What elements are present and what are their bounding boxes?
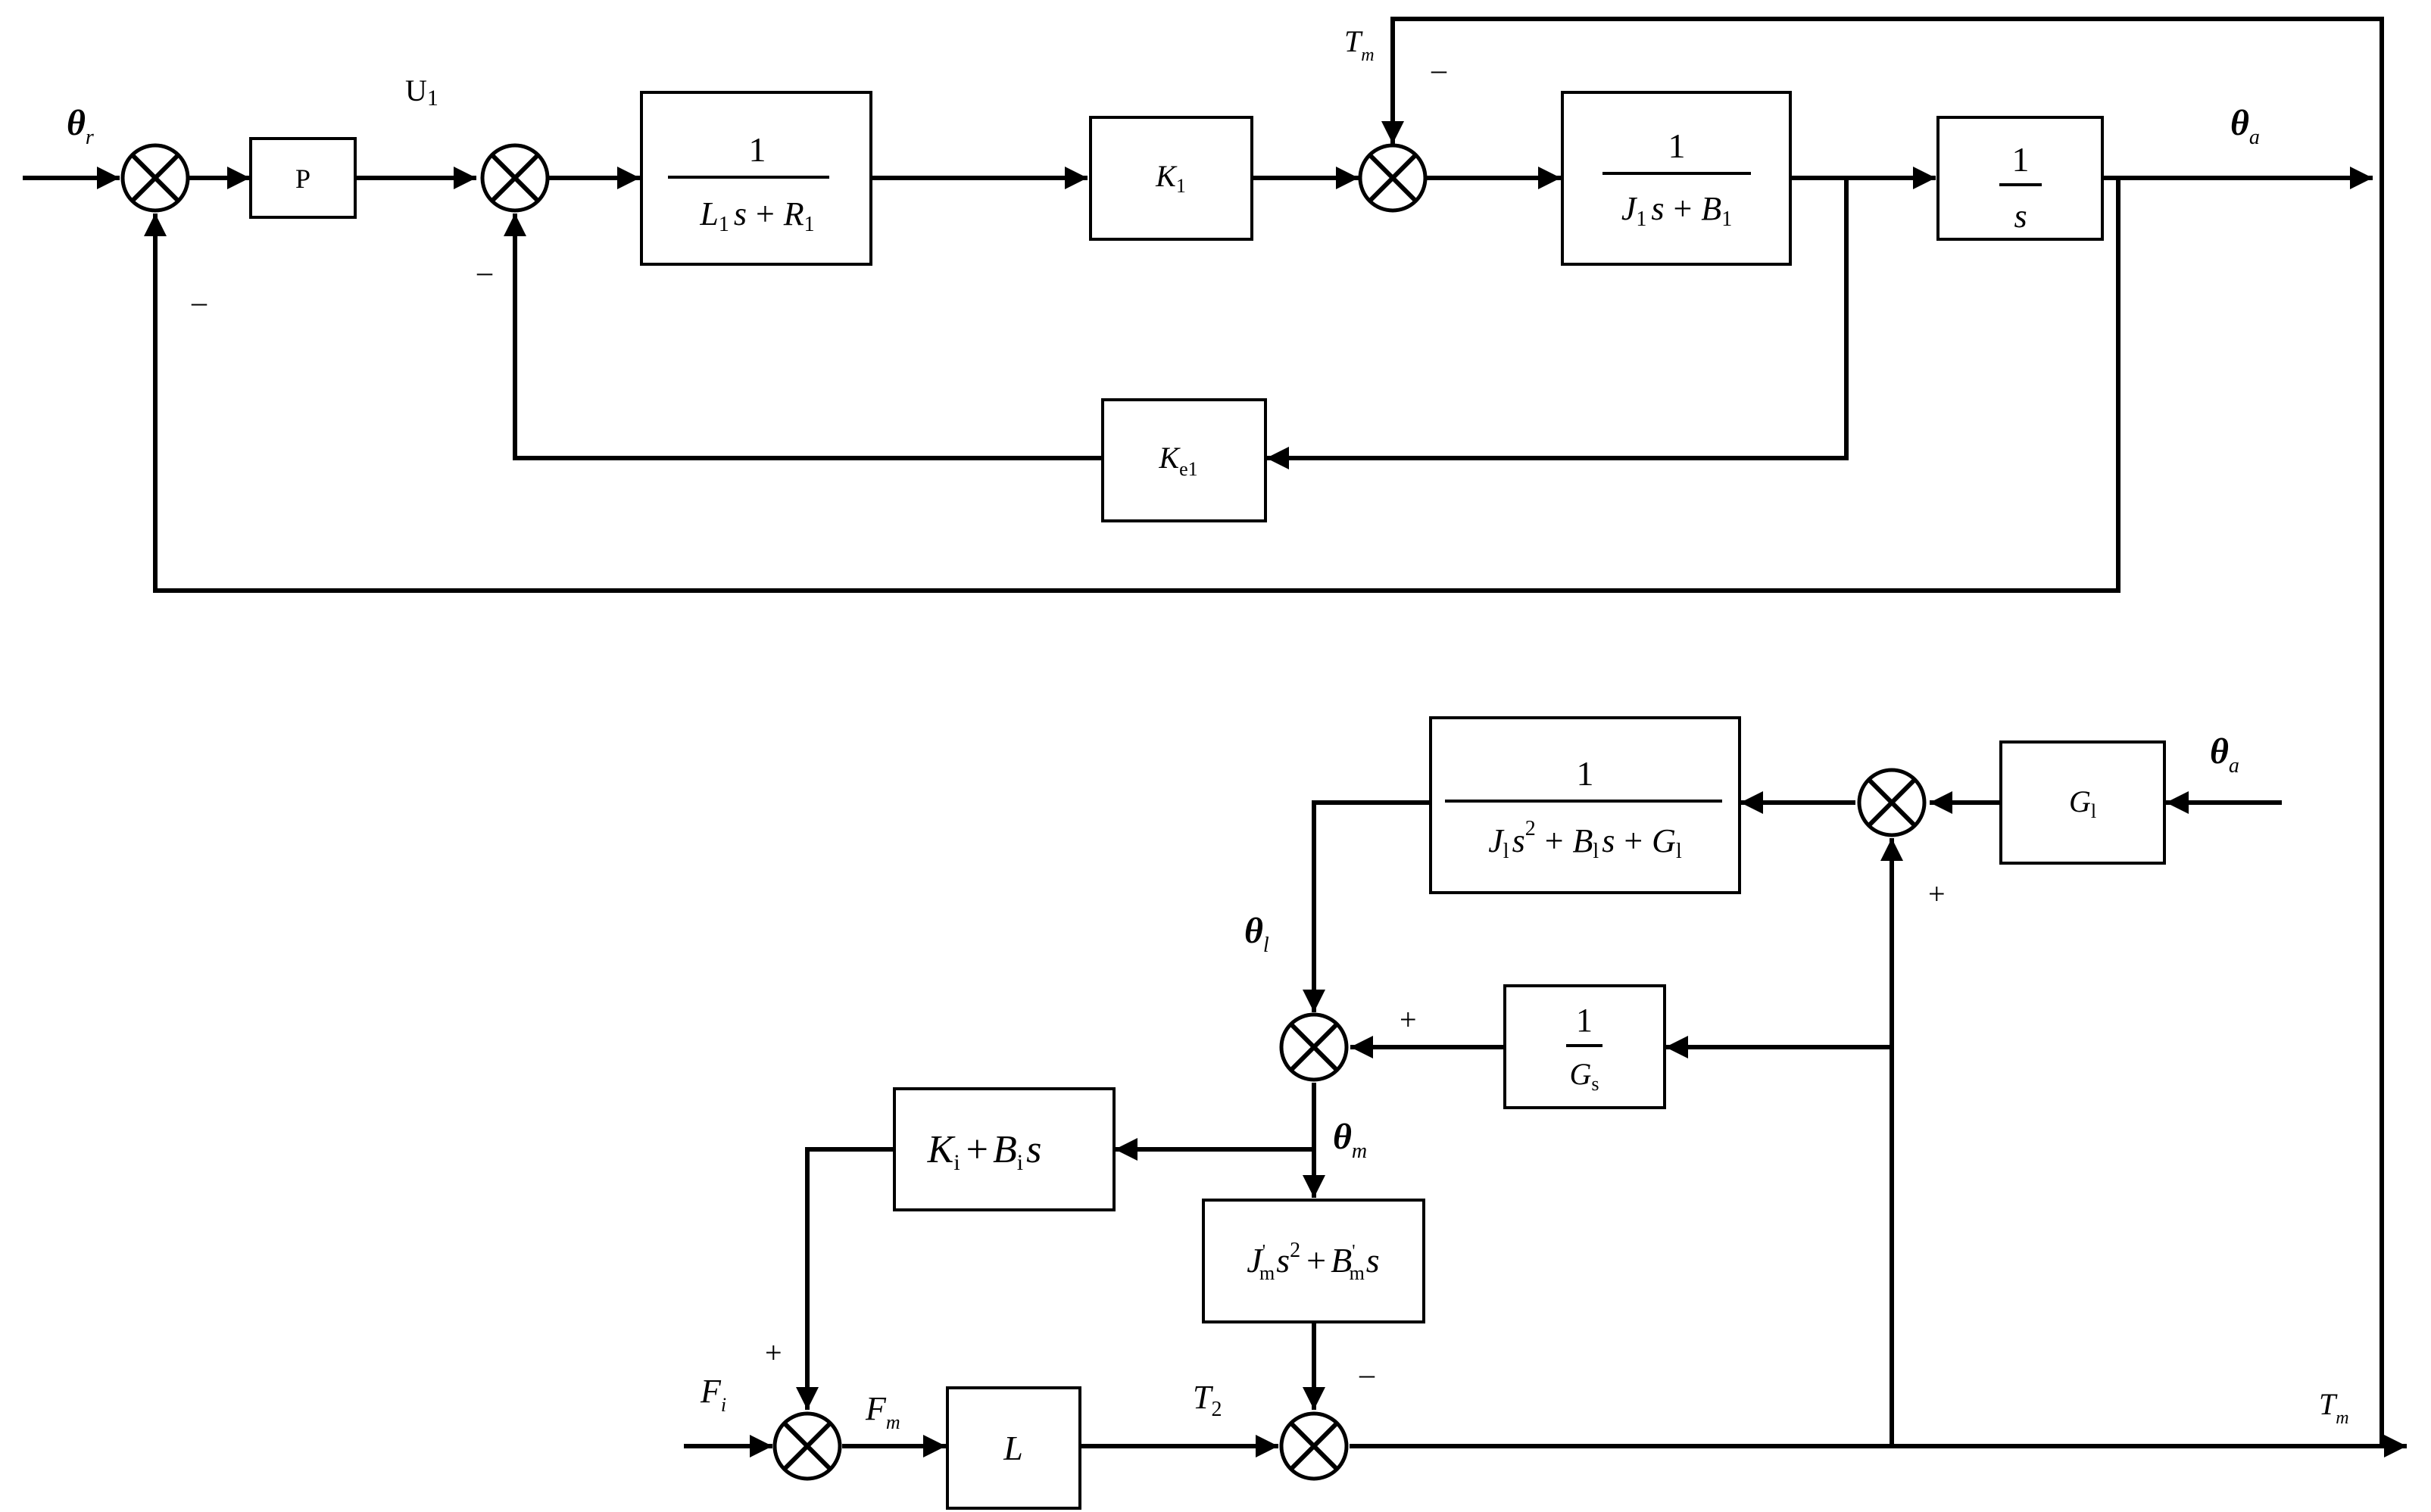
summing-junction-2 [480, 143, 550, 213]
label-t2: T2 [1193, 1379, 1222, 1421]
label-u1: U1 [405, 73, 438, 111]
label-theta-m: θm [1333, 1117, 1367, 1163]
label-theta-r: θr [67, 103, 94, 149]
bottom-section-lines [684, 791, 2407, 1457]
block-k1: K1 [1089, 116, 1253, 241]
sign-sj3: – [1431, 52, 1447, 86]
summing-junction-4 [1857, 768, 1927, 837]
svg-text:1: 1 [1577, 754, 1594, 793]
svg-text:J1s+B1: J1s+B1 [1621, 190, 1732, 231]
block-ki-bi: Ki+Bis [893, 1087, 1116, 1211]
svg-text:1: 1 [2012, 140, 2030, 179]
sign-sj4: + [1928, 877, 1946, 911]
svg-text:J'ms2+B'ms: J'ms2+B'ms [1247, 1239, 1379, 1284]
block-p: P [249, 137, 357, 219]
summing-junction-7 [1279, 1411, 1349, 1481]
summing-junction-5 [1279, 1012, 1349, 1082]
svg-text:Gl: Gl [2069, 784, 2096, 822]
svg-text:K1: K1 [1155, 159, 1186, 197]
label-tm-bottom: Tm [2319, 1387, 2349, 1428]
block-inverse-gs: 1 Gs [1503, 984, 1666, 1109]
block-jm: J'ms2+B'ms [1202, 1199, 1425, 1323]
svg-text:P: P [295, 164, 311, 194]
svg-text:Ke1: Ke1 [1158, 441, 1197, 480]
svg-text:s: s [2014, 198, 2027, 235]
block-integrator: 1 s [1936, 116, 2104, 241]
sign-sj2: – [476, 254, 493, 288]
label-theta-a-top: θa [2230, 103, 2260, 149]
label-theta-l: θl [1244, 911, 1269, 957]
sign-sj5: + [1400, 1002, 1417, 1037]
svg-text:L1s+R1: L1s+R1 [699, 195, 814, 236]
label-tm-top: Tm [1344, 24, 1375, 65]
block-l: L [946, 1386, 1081, 1510]
sign-sj7: – [1359, 1357, 1375, 1391]
svg-text:Jls2+Bls+Gl: Jls2+Bls+Gl [1488, 817, 1682, 863]
block-ke1: Ke1 [1101, 398, 1267, 522]
summing-junction-3 [1358, 143, 1428, 213]
block-load: 1 Jls2+Bls+Gl [1429, 716, 1741, 894]
summing-junction-1 [120, 143, 190, 213]
label-fi: Fi [700, 1373, 726, 1416]
sign-sj6: + [765, 1336, 782, 1370]
label-fm: Fm [865, 1390, 900, 1433]
block-gl: Gl [1999, 740, 2166, 865]
summing-junction-6 [772, 1411, 842, 1481]
top-loop-lines [23, 17, 2384, 1446]
label-theta-a-input: θa [2210, 731, 2239, 778]
svg-text:Gs: Gs [1569, 1057, 1599, 1095]
svg-text:1: 1 [1668, 126, 1686, 165]
svg-text:Ki+Bis: Ki+Bis [927, 1128, 1042, 1175]
svg-text:1: 1 [1576, 1002, 1593, 1039]
svg-text:1: 1 [749, 130, 766, 169]
svg-text:L: L [1003, 1429, 1023, 1467]
sign-sj1: – [191, 285, 208, 319]
